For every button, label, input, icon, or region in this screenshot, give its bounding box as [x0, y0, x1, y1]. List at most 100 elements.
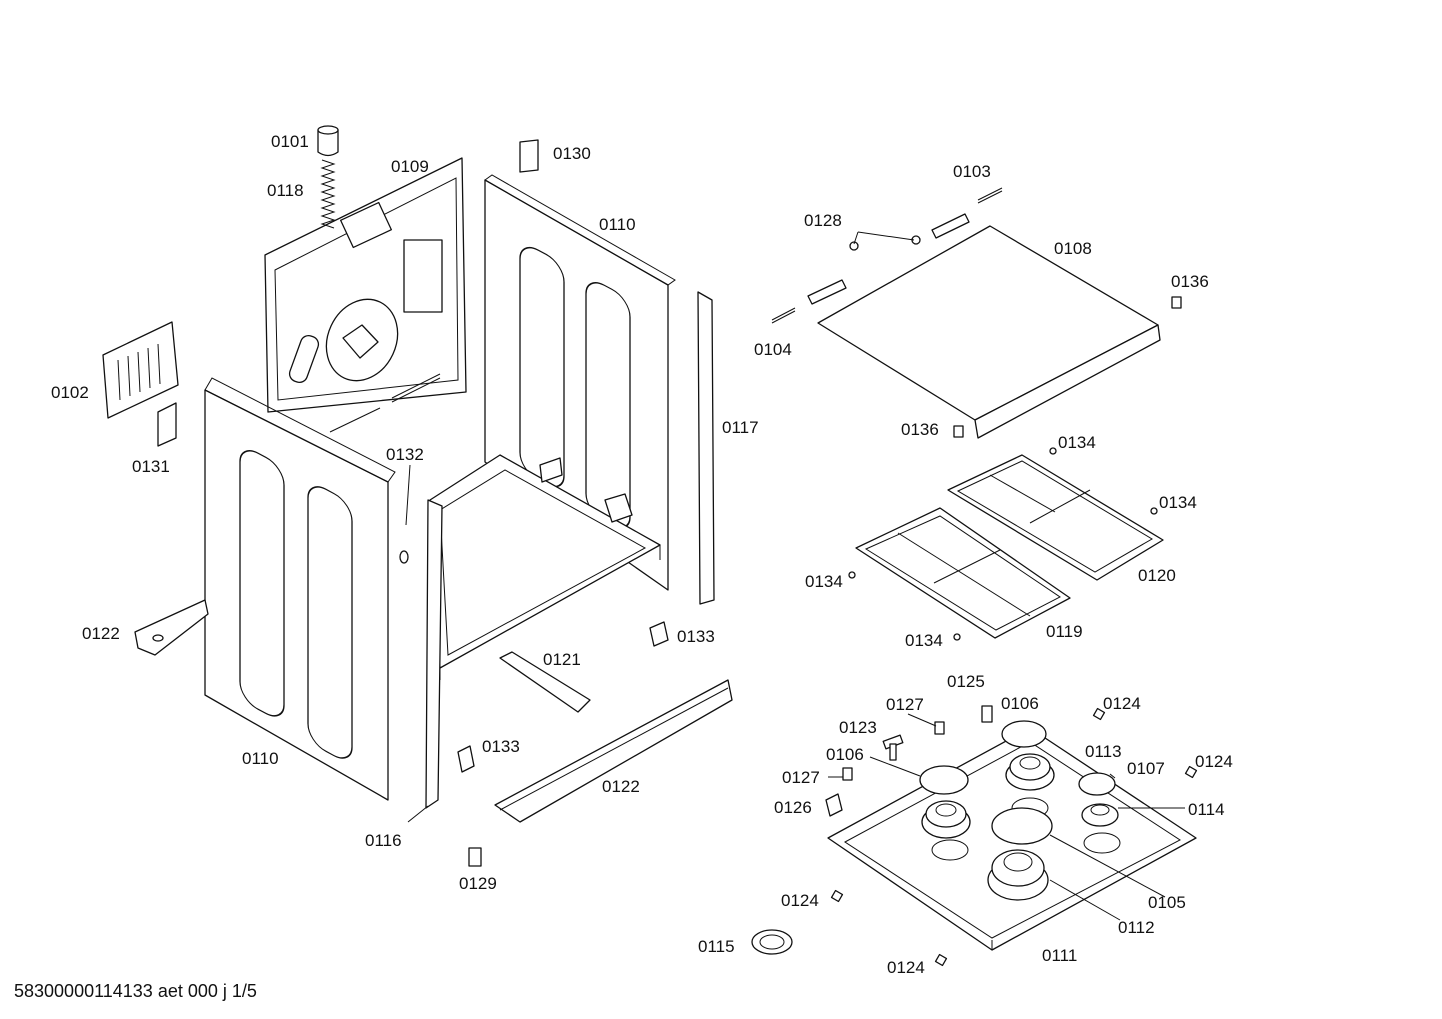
label-0134-a: 0134 — [1058, 433, 1096, 452]
part-0110-left-panel — [204, 377, 396, 801]
part-0106-cap-b — [919, 765, 969, 795]
part-0134-foot-b — [1150, 507, 1158, 515]
label-0133-bottom: 0133 — [482, 737, 520, 756]
part-0107-cap — [1078, 772, 1116, 796]
label-0110-top: 0110 — [599, 215, 636, 234]
label-0122-bottom: 0122 — [602, 777, 640, 796]
part-0122-rail-bottom — [494, 679, 733, 823]
part-0119-pan-support — [855, 507, 1071, 639]
label-0123: 0123 — [839, 718, 877, 737]
label-0129: 0129 — [459, 874, 497, 893]
label-0110-bottom: 0110 — [242, 749, 279, 768]
part-0115-ring — [751, 929, 793, 955]
part-burner-right-front — [1083, 832, 1121, 854]
label-0121: 0121 — [543, 650, 581, 669]
label-0116: 0116 — [365, 831, 402, 850]
part-0124-clip-b — [1184, 765, 1198, 779]
part-0112-burner-large — [987, 849, 1049, 901]
part-0124-clip-c — [830, 889, 844, 903]
label-0124-b: 0124 — [1195, 752, 1233, 771]
label-0125: 0125 — [947, 672, 985, 691]
label-0130: 0130 — [553, 144, 591, 163]
part-0136-pad-bottom — [953, 425, 964, 438]
part-0134-foot-a — [1049, 447, 1057, 455]
label-0134-b: 0134 — [1159, 493, 1197, 512]
label-0119: 0119 — [1046, 622, 1083, 641]
label-0108: 0108 — [1054, 239, 1092, 258]
label-0109: 0109 — [391, 157, 429, 176]
part-0128-washer — [849, 235, 921, 251]
label-0104: 0104 — [754, 340, 792, 359]
label-0118: 0118 — [267, 181, 304, 200]
label-0134-c: 0134 — [805, 572, 843, 591]
part-0130-bracket — [519, 139, 539, 173]
label-0126: 0126 — [774, 798, 812, 817]
label-0124-c: 0124 — [781, 891, 819, 910]
label-0117: 0117 — [722, 418, 759, 437]
part-0120-pan-support — [947, 454, 1164, 581]
label-0127-a: 0127 — [886, 695, 924, 714]
part-0127-clip-b — [842, 767, 853, 781]
part-0102-vent — [102, 321, 179, 419]
label-0134-d: 0134 — [905, 631, 943, 650]
label-0122-left: 0122 — [82, 624, 120, 643]
part-0126-clip — [825, 793, 843, 817]
part-0101-cap — [317, 125, 339, 157]
part-0114-burner — [1081, 803, 1119, 827]
part-0113-burner — [1005, 753, 1055, 791]
part-0132-screw — [399, 550, 409, 564]
part-0108-lid — [817, 225, 1161, 439]
part-0133-bracket-right — [649, 621, 669, 647]
label-0114: 0114 — [1188, 800, 1225, 819]
label-0136-top: 0136 — [1171, 272, 1209, 291]
part-0109-back-panel — [264, 157, 467, 433]
part-0103-screw — [977, 187, 1003, 204]
label-0120: 0120 — [1138, 566, 1176, 585]
part-0106-cap-a — [1001, 720, 1047, 748]
label-0111: 0111 — [1042, 946, 1077, 965]
label-0128: 0128 — [804, 211, 842, 230]
part-0104-screw — [771, 307, 796, 324]
part-hinge-left — [807, 279, 847, 305]
label-0112: 0112 — [1118, 918, 1155, 937]
part-0121-rail — [499, 651, 591, 713]
part-0116-strip — [425, 499, 443, 809]
document-code: 58300000114133 aet 000 j 1/5 — [14, 981, 257, 1001]
part-0134-foot-d — [953, 633, 961, 641]
part-0134-foot-c — [848, 571, 856, 579]
label-0127-b: 0127 — [782, 768, 820, 787]
part-0123-igniter — [882, 734, 904, 761]
part-0125-clip — [981, 705, 993, 723]
part-0127-clip-a — [934, 721, 945, 735]
part-0117-strip — [697, 291, 715, 605]
label-0103: 0103 — [953, 162, 991, 181]
label-0124-d: 0124 — [887, 958, 925, 977]
label-0113: 0113 — [1085, 742, 1122, 761]
label-0132: 0132 — [386, 445, 424, 464]
part-0118-spring — [320, 159, 336, 229]
part-0122-rail-left — [134, 599, 209, 656]
label-0101: 0101 — [271, 132, 309, 151]
label-0106-a: 0106 — [1001, 694, 1039, 713]
part-0131-bracket — [157, 402, 177, 447]
part-0105-cap — [991, 807, 1053, 845]
label-0105: 0105 — [1148, 893, 1186, 912]
part-0129-nut — [468, 847, 482, 867]
part-0136-pad-top — [1171, 296, 1182, 309]
label-0124-a: 0124 — [1103, 694, 1141, 713]
callout-labels: 0101 0118 0109 0130 0110 0102 0131 0132 … — [51, 132, 1233, 977]
label-0102: 0102 — [51, 383, 89, 402]
part-0124-clip-a — [1092, 707, 1106, 721]
label-0136-bottom: 0136 — [901, 420, 939, 439]
part-burner-left — [921, 800, 971, 839]
part-0133-bracket-bottom — [457, 745, 475, 773]
part-burner-front-left — [931, 839, 969, 861]
part-0124-clip-d — [934, 953, 948, 967]
label-0131: 0131 — [132, 457, 170, 476]
label-0115: 0115 — [698, 937, 735, 956]
label-0133-right: 0133 — [677, 627, 715, 646]
leader-lines — [405, 231, 1185, 921]
label-0106-b: 0106 — [826, 745, 864, 764]
label-0107: 0107 — [1127, 759, 1165, 778]
